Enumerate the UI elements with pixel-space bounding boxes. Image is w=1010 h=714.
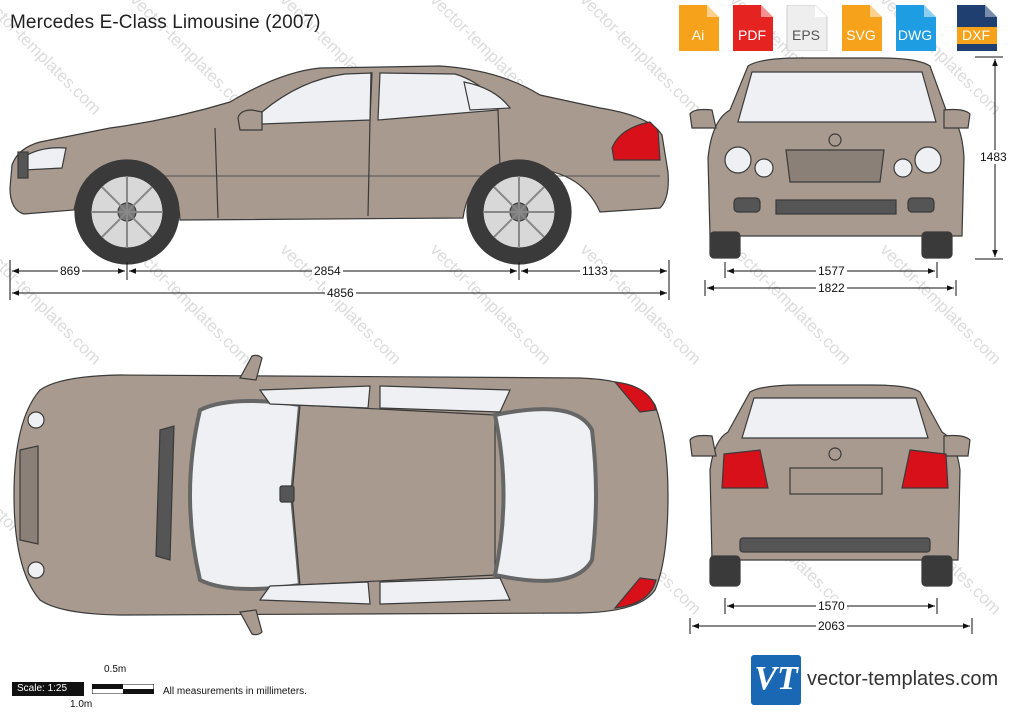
top-hood-vent xyxy=(155,425,175,561)
scale-bar xyxy=(92,684,154,694)
dim-rear-track: 1570 xyxy=(816,599,847,613)
scale-label: Scale: 1:25 xyxy=(12,682,84,696)
rear-tire-right xyxy=(921,555,953,587)
dim-rear-overhang: 1133 xyxy=(580,264,610,278)
front-mirror-left xyxy=(689,108,717,129)
website-link[interactable]: vector-templates.com xyxy=(807,668,999,690)
top-taillight-upper xyxy=(613,381,657,413)
front-grille xyxy=(785,149,885,183)
rear-window xyxy=(741,397,929,439)
top-rear-window xyxy=(492,407,598,583)
rear-plate xyxy=(789,467,883,495)
top-mirror-upper xyxy=(239,354,263,381)
top-mirror-lower xyxy=(239,609,263,636)
side-mirror xyxy=(237,109,263,131)
format-dwg-label: DWG xyxy=(897,27,933,43)
rear-taillight-right xyxy=(901,449,949,489)
scale-half-meter: 0.5m xyxy=(104,664,127,675)
page-title: Mercedes E-Class Limousine (2007) xyxy=(10,12,321,33)
dim-front-track: 1577 xyxy=(816,264,847,278)
format-dxf-icon[interactable]: DXF xyxy=(953,5,999,51)
top-taillight-lower xyxy=(613,577,657,609)
format-svg-label: SVG xyxy=(846,27,876,43)
top-roof xyxy=(291,404,496,586)
front-view xyxy=(689,57,971,259)
format-pdf-label: PDF xyxy=(738,27,766,43)
format-eps-label: EPS xyxy=(791,27,820,43)
dim-width-mirrors: 2063 xyxy=(816,619,847,633)
format-svg-icon[interactable]: SVG xyxy=(838,5,884,51)
top-view xyxy=(13,354,669,636)
dim-length: 4856 xyxy=(325,286,356,300)
front-mirror-right xyxy=(943,108,971,129)
format-pdf-icon[interactable]: PDF xyxy=(729,5,775,51)
rear-mirror-right xyxy=(943,434,971,457)
dim-wheelbase: 2854 xyxy=(312,264,343,278)
side-view xyxy=(9,65,669,265)
format-ai-icon[interactable]: Ai xyxy=(675,5,721,51)
dim-height: 1483 xyxy=(978,150,1009,164)
front-tire-right xyxy=(921,231,953,259)
dim-front-overhang: 869 xyxy=(58,264,83,278)
side-window-quarter xyxy=(463,81,512,111)
front-headlight-left xyxy=(724,146,752,174)
front-windshield xyxy=(737,71,937,123)
rear-view xyxy=(689,384,971,587)
top-grille xyxy=(19,445,39,545)
top-windshield xyxy=(188,399,303,591)
scale-one-meter: 1.0m xyxy=(70,699,93,710)
measurement-note: All measurements in millimeters. xyxy=(163,686,307,697)
format-dwg-icon[interactable]: DWG xyxy=(892,5,938,51)
side-window-front xyxy=(261,72,373,125)
rear-taillight-left xyxy=(721,449,769,489)
vt-logo[interactable]: VT xyxy=(751,655,801,705)
scale-indicator: Scale: 1:25 xyxy=(12,682,154,696)
rear-mirror-left xyxy=(689,434,717,457)
side-taillight xyxy=(611,121,661,161)
format-dxf-label: DXF xyxy=(962,27,990,43)
format-ai-label: Ai xyxy=(691,27,705,43)
rear-tire-left xyxy=(709,555,741,587)
dim-width: 1822 xyxy=(816,281,847,295)
front-headlight-right xyxy=(914,146,942,174)
front-tire-left xyxy=(709,231,741,259)
vt-logo-text: VT xyxy=(754,660,798,697)
format-eps-icon[interactable]: EPS xyxy=(783,5,829,51)
